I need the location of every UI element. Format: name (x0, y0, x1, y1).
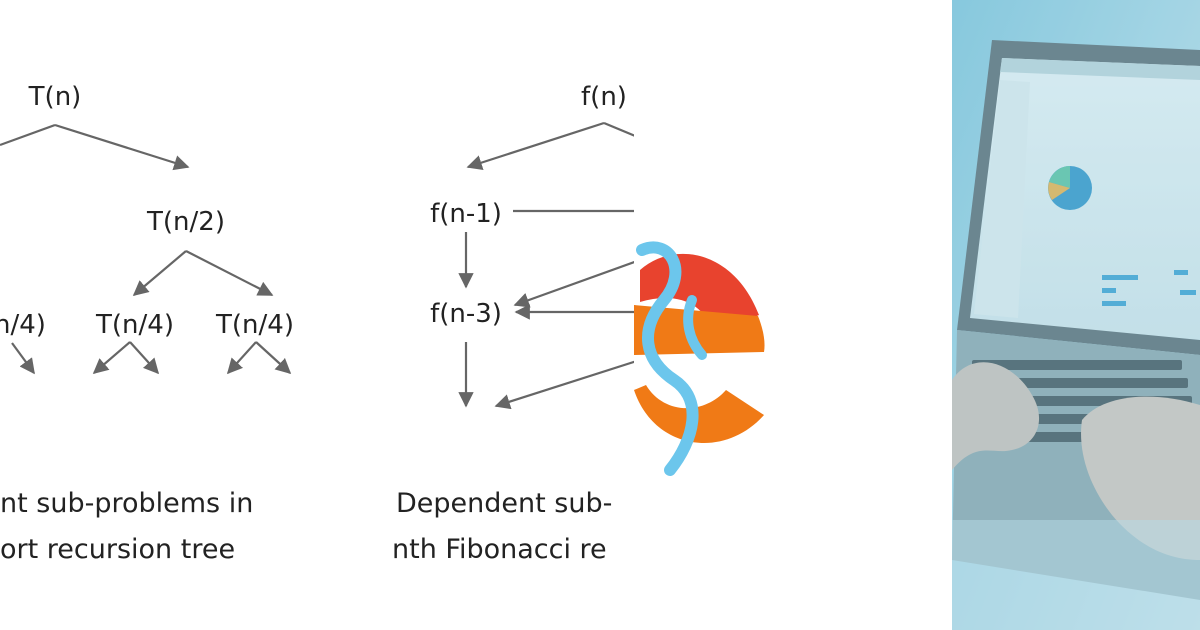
node-f-n-3: f(n-3) (430, 299, 502, 329)
edge-leaf-a-right (11, 342, 35, 375)
edge-root-right (54, 123, 190, 171)
brand-logo (634, 241, 765, 476)
edge-half-left (132, 250, 187, 296)
right-caption-line1: Dependent sub- (396, 488, 612, 519)
left-caption-line1: nt sub-problems in (0, 488, 253, 519)
left-tree-edges (0, 123, 292, 375)
logo-blue-ribbon (636, 241, 699, 476)
node-f-n-1: f(n-1) (430, 199, 502, 229)
node-f-n: f(n) (581, 82, 627, 112)
node-t-n: T(n) (28, 82, 82, 112)
edge-leaf-c-right (255, 341, 292, 375)
edge-leaf-c-left (226, 341, 257, 375)
node-leaf-a: n/4) (0, 310, 46, 340)
node-leaf-b: T(n/4) (95, 310, 174, 340)
right-caption-line2: nth Fibonacci re (392, 534, 607, 565)
edge-leaf-b-left (92, 341, 131, 375)
right-tree-edges (458, 121, 641, 410)
edge-leaf-b-right (129, 341, 160, 375)
left-hand (952, 362, 1040, 470)
logo-blue-loop (683, 295, 707, 360)
left-caption-line2: ort recursion tree (0, 534, 235, 565)
edge-into-n3-a (513, 258, 641, 308)
edge-into-bottom (494, 358, 641, 410)
right-hand (1081, 396, 1200, 560)
laptop-photo (952, 0, 1200, 630)
edge-fn-left (466, 121, 605, 171)
edge-half-right (185, 250, 274, 296)
logo-orange-bar (634, 305, 765, 355)
node-leaf-c: T(n/4) (215, 310, 294, 340)
logo-orange-arc (634, 385, 764, 443)
edge-root-left (0, 123, 56, 147)
node-t-n-2: T(n/2) (146, 207, 225, 237)
